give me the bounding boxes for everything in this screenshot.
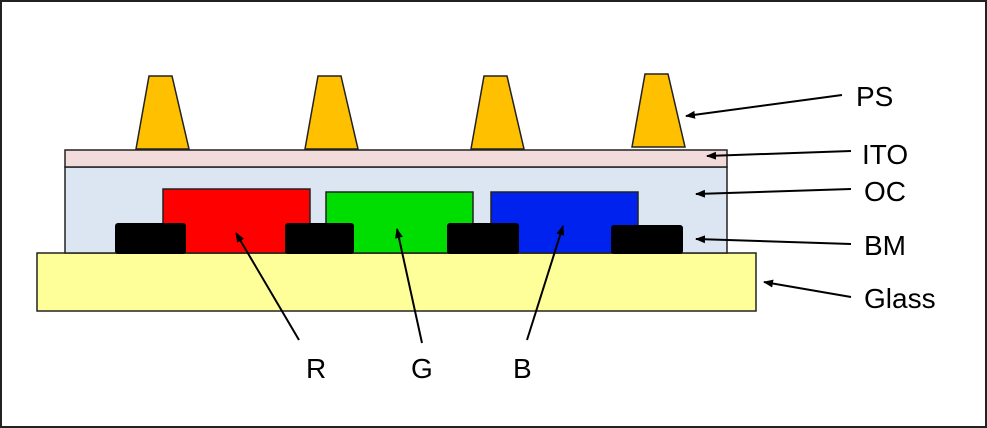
- oc-arrow: [695, 188, 852, 198]
- g-label: G: [411, 353, 433, 384]
- black-matrix: [447, 223, 519, 254]
- oc-label: OC: [864, 176, 906, 207]
- r-label: R: [306, 353, 326, 384]
- ps-arrow: [685, 94, 843, 119]
- ito-label: ITO: [862, 139, 908, 170]
- black-matrix: [611, 225, 683, 254]
- black-matrix: [285, 223, 354, 254]
- glass-arrow: [763, 279, 852, 298]
- ps-label: PS: [856, 81, 893, 112]
- b-label: B: [513, 353, 532, 384]
- glass-layer: [36, 252, 757, 312]
- r-arrow: [235, 232, 300, 341]
- glass-label: Glass: [864, 283, 936, 314]
- photo-spacer: [470, 75, 525, 150]
- bm-arrow: [695, 235, 852, 245]
- ito-arrow: [706, 150, 852, 160]
- ito-layer: [64, 149, 728, 168]
- b-arrow: [526, 225, 565, 341]
- g-arrow: [395, 228, 423, 344]
- bm-label: BM: [864, 230, 906, 261]
- photo-spacer: [631, 73, 686, 148]
- photo-spacer: [135, 75, 190, 150]
- photo-spacer: [304, 75, 359, 150]
- black-matrix: [115, 223, 186, 254]
